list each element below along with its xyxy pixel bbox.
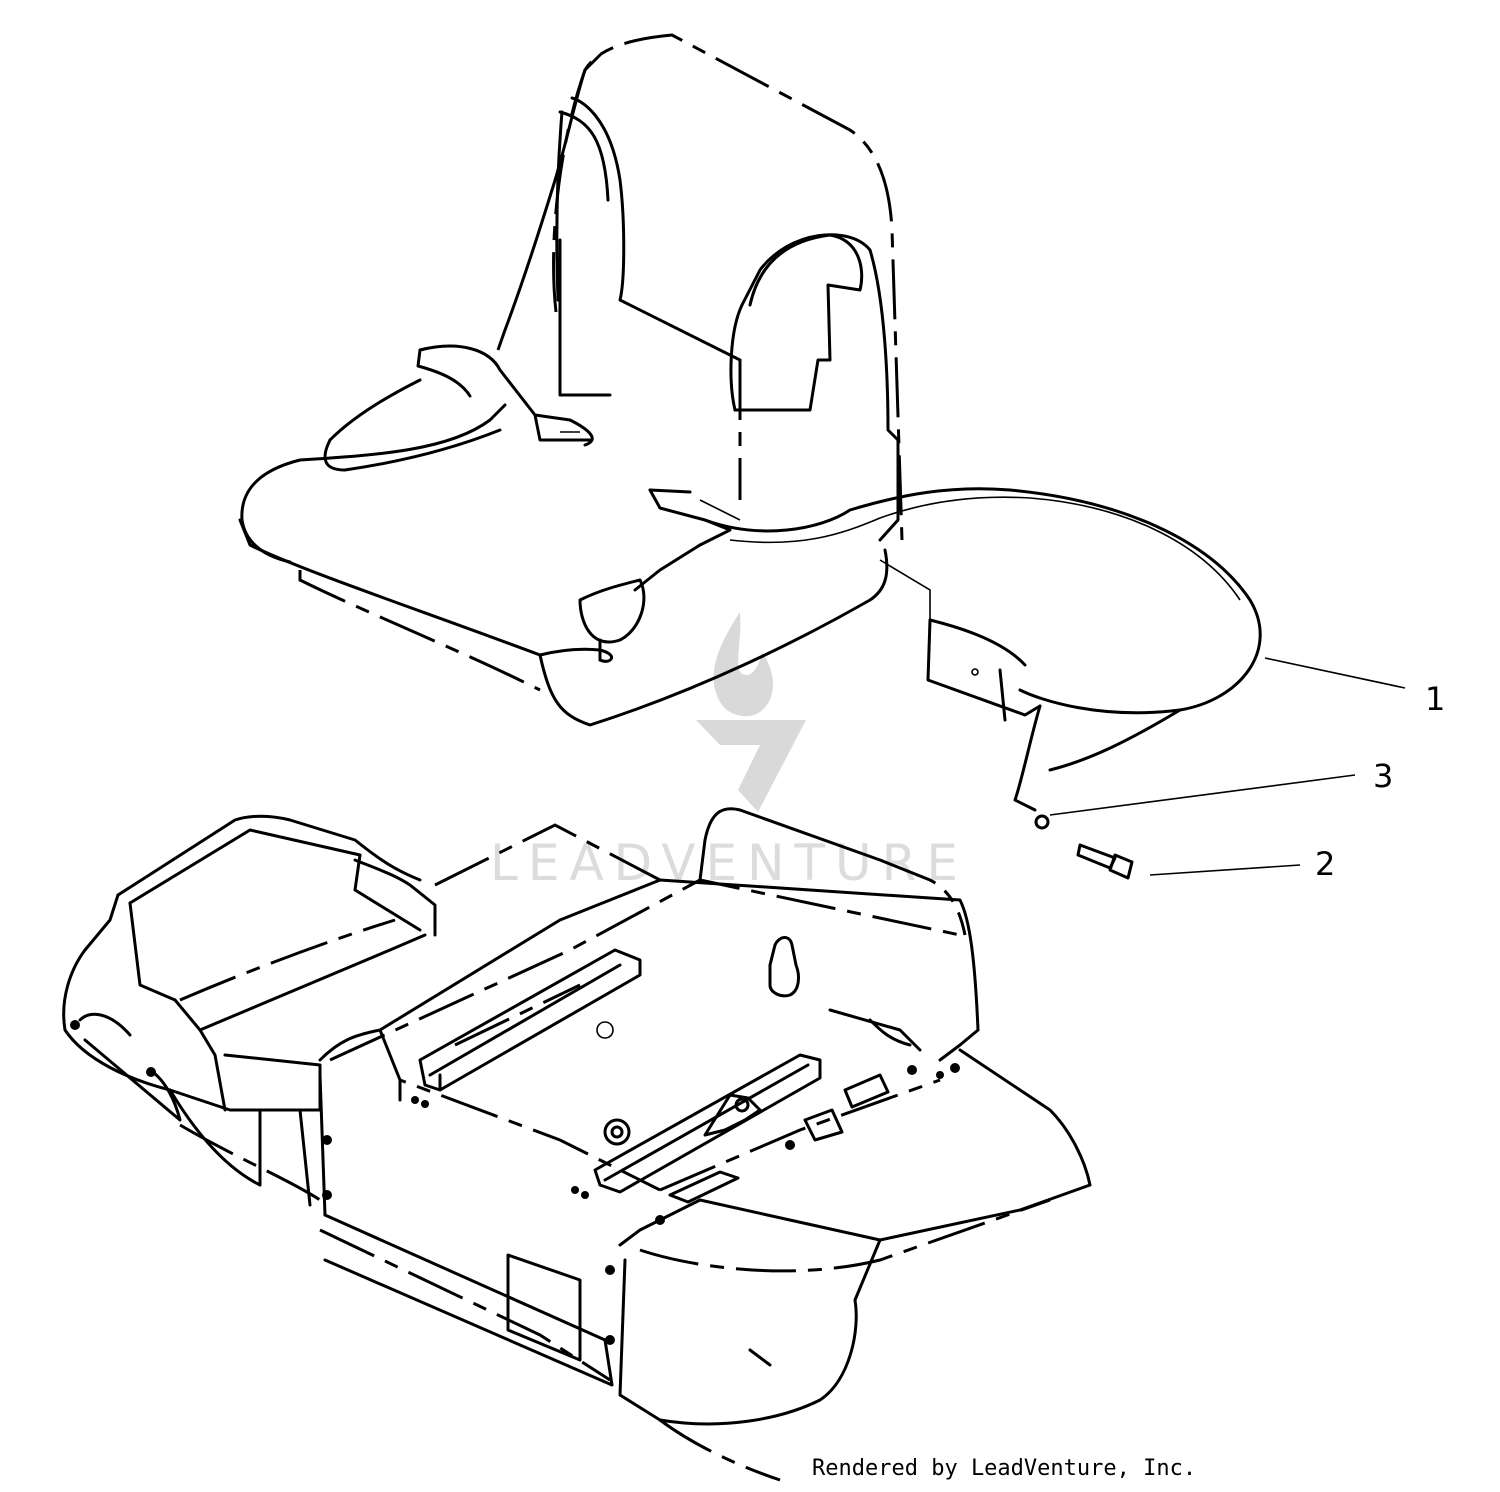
watermark-text: LEADVENTURE [490, 834, 968, 892]
callout-2[interactable]: 2 [1315, 845, 1335, 883]
leader-3 [1049, 774, 1356, 816]
lock-washer [1034, 814, 1050, 830]
fender-pan [62, 807, 1092, 1482]
callout-3[interactable]: 3 [1373, 757, 1393, 795]
credit-text: Rendered by LeadVenture, Inc. [812, 1456, 1196, 1481]
bolt [1076, 843, 1134, 880]
callout-1[interactable]: 1 [1425, 680, 1445, 718]
watermark-logo: LEADVENTURE [490, 612, 968, 892]
leader-1 [1264, 657, 1406, 689]
callout-leaders [1049, 657, 1406, 876]
seat [238, 33, 1262, 812]
leader-2 [1149, 864, 1301, 876]
